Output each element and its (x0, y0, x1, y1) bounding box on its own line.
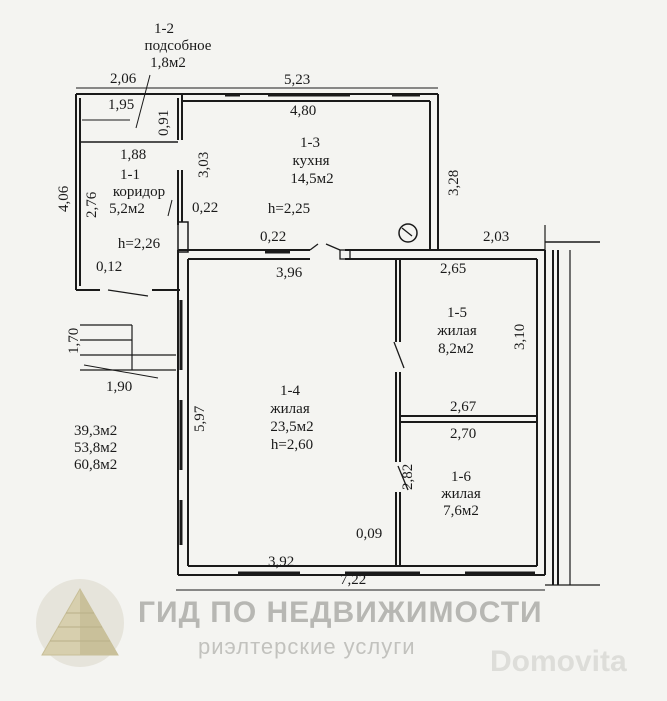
dim-4-06: 4,06 (56, 185, 72, 212)
dimension-lines (76, 74, 545, 591)
room-1-5-area: 8,2м2 (438, 341, 474, 357)
dim-2-06: 2,06 (110, 71, 137, 87)
dim-2-82: 2,82 (400, 463, 416, 490)
dim-1-95: 1,95 (108, 97, 135, 113)
room-1-1-height: h=2,26 (117, 236, 161, 252)
dim-3-10: 3,10 (512, 323, 528, 350)
total-area-2: 53,8м2 (74, 440, 118, 456)
dim-3-92: 3,92 (268, 554, 295, 570)
dim-1-88: 1,88 (120, 147, 147, 163)
watermark-site: Domovita (490, 645, 627, 678)
stove-icon (398, 223, 418, 243)
dim-2-67: 2,67 (450, 399, 477, 415)
kitchen-walls (177, 93, 439, 253)
room-1-3-area: 14,5м2 (290, 171, 334, 187)
dim-3-28: 3,28 (446, 169, 462, 196)
neighbour-wall (544, 225, 600, 586)
room-1-3-name: кухня (292, 153, 330, 169)
dim-7-22: 7,22 (340, 572, 367, 588)
dim-0-91: 0,91 (156, 109, 172, 136)
dim-1-90: 1,90 (106, 379, 133, 395)
dim-2-76: 2,76 (84, 191, 100, 218)
room-1-2-area: 1,8м2 (150, 55, 186, 71)
room-1-6-area: 7,6м2 (443, 503, 479, 519)
room-1-6-name: жилая (441, 486, 481, 502)
room-1-1-name: коридор (112, 184, 166, 200)
dim-1-70: 1,70 (66, 327, 82, 354)
dim-0-22-b: 0,22 (260, 229, 287, 245)
room-1-6-number: 1-6 (451, 469, 471, 485)
room-1-1-number: 1-1 (120, 167, 140, 183)
annex-walls (75, 93, 182, 297)
total-area-1: 39,3м2 (74, 423, 118, 439)
room-1-4-number: 1-4 (280, 383, 300, 399)
watermark-title: ГИД ПО НЕДВИЖИМОСТИ (138, 596, 543, 629)
windows (179, 93, 535, 575)
room-1-4-name: жилая (270, 401, 310, 417)
dim-5-23: 5,23 (284, 72, 311, 88)
room-1-2-number: 1-2 (154, 21, 174, 37)
total-area-3: 60,8м2 (74, 457, 118, 473)
room-1-2-name: подсобное (144, 38, 212, 54)
dim-0-09: 0,09 (356, 526, 383, 542)
dim-0-12: 0,12 (96, 259, 123, 275)
dim-3-96: 3,96 (276, 265, 303, 281)
dim-0-22-a: 0,22 (192, 200, 219, 216)
room-1-5-number: 1-5 (447, 305, 467, 321)
room-1-3-number: 1-3 (300, 135, 320, 151)
dim-4-80: 4,80 (290, 103, 317, 119)
pyramid-logo-icon (36, 579, 124, 667)
stairs (80, 324, 176, 371)
room-1-5-name: жилая (437, 323, 477, 339)
room-1-4-height: h=2,60 (270, 437, 314, 453)
room-1-4-area: 23,5м2 (270, 419, 314, 435)
dim-3-03: 3,03 (196, 151, 212, 178)
dim-5-97: 5,97 (192, 405, 208, 432)
watermark-subtitle: риэлтерские услуги (198, 634, 416, 659)
main-walls (177, 243, 546, 576)
dim-2-03: 2,03 (483, 229, 510, 245)
room-1-3-height: h=2,25 (267, 201, 311, 217)
room-1-1-area: 5,2м2 (109, 201, 145, 217)
dim-2-65: 2,65 (440, 261, 467, 277)
dim-2-70: 2,70 (450, 426, 477, 442)
